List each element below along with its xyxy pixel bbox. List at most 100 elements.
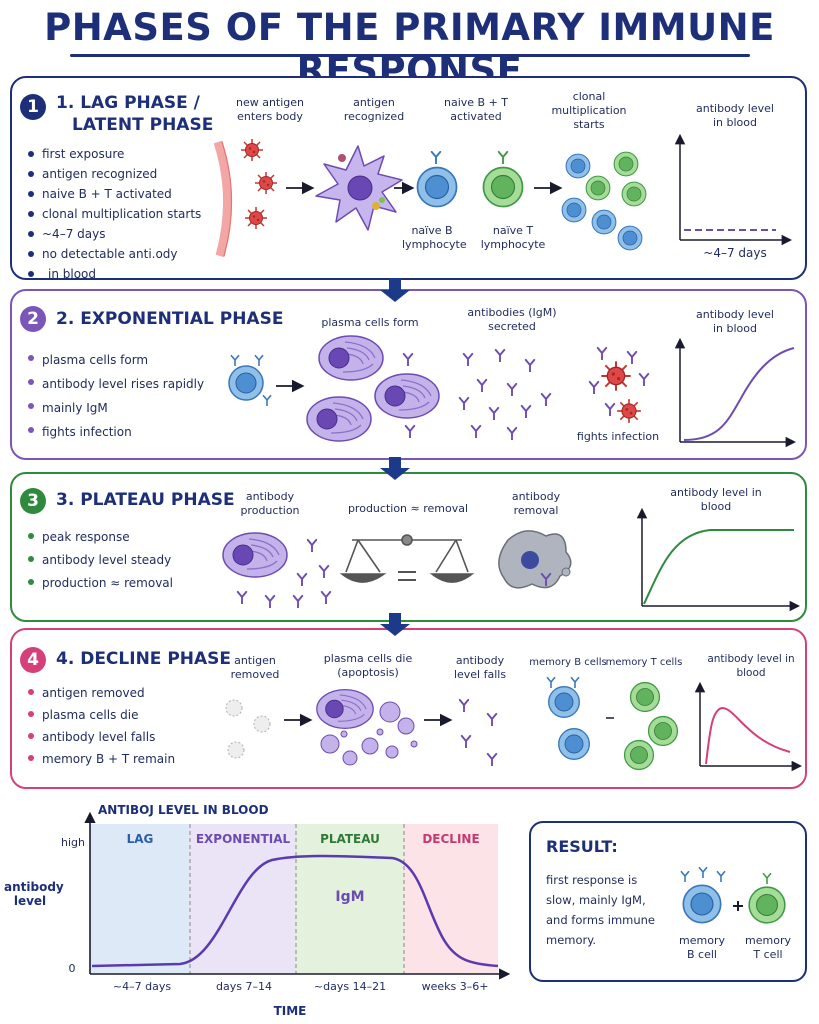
phase-1-mini-graph	[674, 133, 793, 246]
step-antigen-removed: antigen removed	[230, 654, 280, 681]
step-antibody-level-falls: antibody level falls	[453, 654, 507, 681]
phase-2-number-badge: 2	[20, 306, 46, 332]
bullet: peak response	[28, 526, 173, 549]
result-memory-b-label: memory B cell	[679, 934, 725, 961]
phase-1-number-badge: 1	[20, 94, 46, 120]
antigen-virus-icon	[254, 171, 278, 195]
apoptotic-fragments-icon	[320, 701, 418, 766]
bullet: fights infection	[28, 420, 204, 444]
x-axis-label: TIME	[273, 1004, 307, 1018]
result-memory-t-label: memory T cell	[745, 934, 791, 961]
step-clonal-multiplication: clonal multiplication starts	[551, 90, 627, 131]
phase-3-title: 3. PLATEAU PHASE	[56, 490, 235, 510]
result-text-line: and forms immune	[546, 913, 656, 927]
bullet: memory B + T remain	[28, 748, 175, 770]
bullet: naive B + T activated	[28, 184, 201, 204]
phase-3-number-badge: 3	[20, 488, 46, 514]
result-text-line: memory.	[546, 933, 597, 947]
phase-3-panel	[10, 472, 807, 622]
phase-4-mini-graph	[694, 681, 803, 772]
bullet: clonal multiplication starts	[28, 204, 201, 224]
region-label-decline: DECLINE	[422, 832, 480, 846]
phase-2-title: 2. EXPONENTIAL PHASE	[56, 309, 284, 329]
naive-b-cell-icon	[416, 166, 458, 208]
summary-chart	[84, 811, 511, 980]
bullet: antibody level rises rapidly	[28, 372, 204, 396]
phase-1-bullets: first exposure antigen recognized naive …	[28, 144, 201, 284]
phase-4-graph-title: antibody level in blood	[707, 653, 795, 679]
phase-1-panel	[10, 76, 807, 280]
antigen-virus-icon	[244, 206, 268, 230]
plasma-cell-icon	[222, 532, 288, 578]
summary-center-label: IgM	[335, 889, 365, 905]
region-label-exponential: EXPONENTIAL	[195, 832, 291, 846]
step-antibody-removal: antibody removal	[511, 490, 561, 517]
phase-4-panel	[10, 628, 807, 789]
phase-1-title-line1: 1. LAG PHASE /	[56, 93, 200, 113]
plasma-cell-icon	[306, 396, 372, 442]
phase-3-bullets: peak response antibody level steady prod…	[28, 526, 173, 595]
memory-b-cells-icon	[546, 676, 590, 760]
title-underline	[70, 54, 750, 57]
y-axis-high-label: high	[61, 836, 85, 849]
antigen-virus-icon	[240, 138, 264, 162]
x-tick-label: ~days 14–21	[313, 980, 387, 993]
label-naive-b: naïve B lymphocyte	[402, 224, 467, 251]
step-antibody-production: antibody production	[240, 490, 300, 517]
step-antigen-recognized: antigen recognized	[343, 96, 405, 123]
removed-antigen-icon	[225, 699, 271, 759]
step-plasma-cells-form: plasma cells form	[321, 316, 419, 329]
x-tick-label: weeks 3–6+	[421, 980, 489, 993]
bullet: antigen recognized	[28, 164, 201, 184]
step-memory-b-cells: memory B cells	[529, 657, 607, 668]
bullet: production ≈ removal	[28, 572, 173, 595]
bullet: mainly IgM	[28, 396, 204, 420]
step-naive-activated: naive B + T activated	[443, 96, 509, 123]
step-memory-t-cells: memory T cells	[605, 657, 683, 668]
phase-4-title: 4. DECLINE PHASE	[56, 649, 232, 669]
step-antibodies-secreted: antibodies (IgM) secreted	[467, 306, 557, 333]
balance-scale-icon	[339, 534, 475, 583]
phase-2-mini-graph	[674, 337, 797, 448]
result-text-line: slow, mainly IgM,	[546, 893, 646, 907]
cell-membrane-icon	[213, 140, 233, 258]
x-tick-label: days 7–14	[216, 980, 272, 993]
result-heading: RESULT:	[546, 837, 618, 856]
bullet: antigen removed	[28, 682, 175, 704]
region-label-plateau: PLATEAU	[320, 832, 380, 846]
bullet: plasma cells die	[28, 704, 175, 726]
down-arrow-icon	[380, 278, 410, 302]
down-arrow-icon	[380, 613, 410, 636]
summary-chart-title: ANTIBOJ LEVEL IN BLOOD	[98, 803, 269, 817]
phase-1-title-line2: LATENT PHASE	[72, 115, 214, 135]
dendritic-cell-icon	[315, 145, 403, 231]
y-axis-zero-label: 0	[68, 962, 76, 975]
bullet: no detectable anti​.ody	[28, 244, 201, 264]
dying-plasma-cell-icon	[316, 688, 374, 730]
label-naive-t: naïve T lymphocyte	[480, 224, 546, 251]
bullet: antibody level steady	[28, 549, 173, 572]
phase-2-bullets: plasma cells form antibody level rises r…	[28, 348, 204, 444]
memory-t-cells-icon	[623, 681, 679, 771]
region-label-lag: LAG	[126, 832, 154, 846]
down-arrow-icon	[380, 457, 410, 480]
step-fights-infection: fights infection	[576, 430, 660, 443]
y-axis-label: antibody level	[4, 880, 64, 908]
phase-4-bullets: antigen removed plasma cells die antibod…	[28, 682, 175, 770]
fights-infection-icon	[588, 346, 650, 424]
phase-2-graph-title: antibody level in blood	[696, 308, 774, 335]
step-production-equals-removal: production ≈ removal	[347, 502, 469, 515]
clonal-cells-icon	[561, 151, 647, 251]
plasma-cell-icon	[318, 335, 384, 381]
antibodies-icon	[458, 698, 498, 766]
phase-3-mini-graph	[636, 507, 801, 612]
phase-3-graph-title: antibody level in blood	[670, 486, 762, 513]
phase-4-number-badge: 4	[20, 647, 46, 673]
result-text-line: first response is	[546, 873, 638, 887]
bullet: ~4–7 days	[28, 224, 201, 244]
phase-1-graph-title: antibody level in blood	[696, 102, 774, 129]
x-tick-label: ~4–7 days	[112, 980, 172, 993]
bullet: first exposure	[28, 144, 201, 164]
result-box	[529, 821, 807, 982]
